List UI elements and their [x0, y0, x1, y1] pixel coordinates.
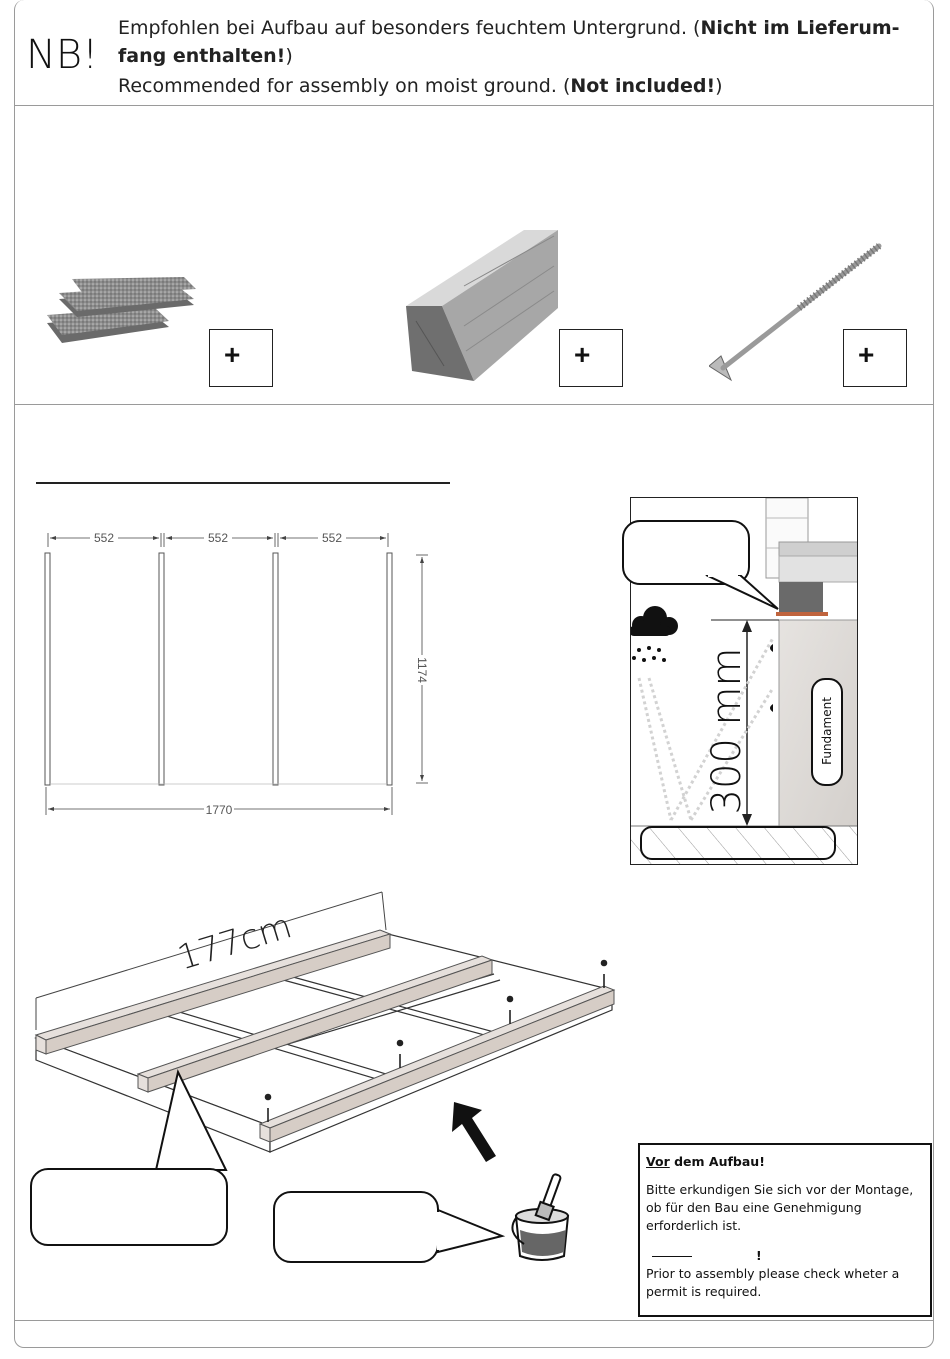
paint-bucket-icon: [511, 1173, 570, 1261]
section-heading-rule: [36, 482, 450, 484]
isometric-frame-drawing: 177cm: [34, 891, 616, 1153]
page-frame: [14, 0, 934, 1348]
notice-english-title: !: [646, 1247, 924, 1265]
foundation-label: Fundament: [820, 697, 834, 765]
german-recommendation: Empfohlen bei Aufbau auf besonders feuch…: [118, 17, 900, 39]
notice-english-text: Prior to assembly please check wheter a …: [646, 1266, 900, 1299]
dim-label-2: 552: [208, 531, 228, 545]
direction-arrow-icon: [452, 1102, 496, 1162]
foundation-label-box: Fundament: [811, 678, 843, 786]
english-recommendation: Recommended for assembly on moist ground…: [118, 75, 723, 97]
speech-bubble-paint: [273, 1191, 439, 1263]
pad-quantity-box: +: [209, 329, 273, 387]
height-300mm-label: 300 mm: [704, 647, 750, 815]
dim-label-width: 1770: [206, 803, 233, 817]
screw-quantity-box: +: [843, 329, 907, 387]
speech-bubble-left-pointer: [154, 1069, 228, 1171]
wooden-beam-icon: [406, 230, 558, 381]
speech-bubble-left: [30, 1168, 228, 1246]
dim-label-3: 552: [322, 531, 342, 545]
german-recommendation-cont: fang enthalten!): [118, 45, 293, 67]
beam-quantity-box: +: [559, 329, 623, 387]
dim-label-height: 1174: [415, 657, 429, 683]
parts-panel: + + +: [14, 106, 934, 405]
footer-rule: [14, 1320, 934, 1321]
notice-title: Vor dem Aufbau!: [646, 1154, 765, 1169]
notice-german-text: Bitte erkundigen Sie sich vor der Montag…: [646, 1182, 914, 1233]
header-note: NB! Empfohlen bei Aufbau auf besonders f…: [14, 0, 934, 106]
dim-label-1: 552: [94, 531, 114, 545]
ground-label-box: [640, 826, 836, 860]
floor-plan-drawing: 552 552 552 1174 1770: [44, 531, 429, 817]
rubber-pad-icon: [47, 277, 196, 343]
screw-icon: [709, 243, 882, 382]
speech-bubble-pad-pointer: [705, 575, 779, 610]
speech-bubble-paint-pointer: [437, 1208, 506, 1254]
nb-label: NB!: [26, 32, 99, 78]
permit-notice-box: Vor dem Aufbau! Bitte erkundigen Sie sic…: [638, 1143, 932, 1317]
